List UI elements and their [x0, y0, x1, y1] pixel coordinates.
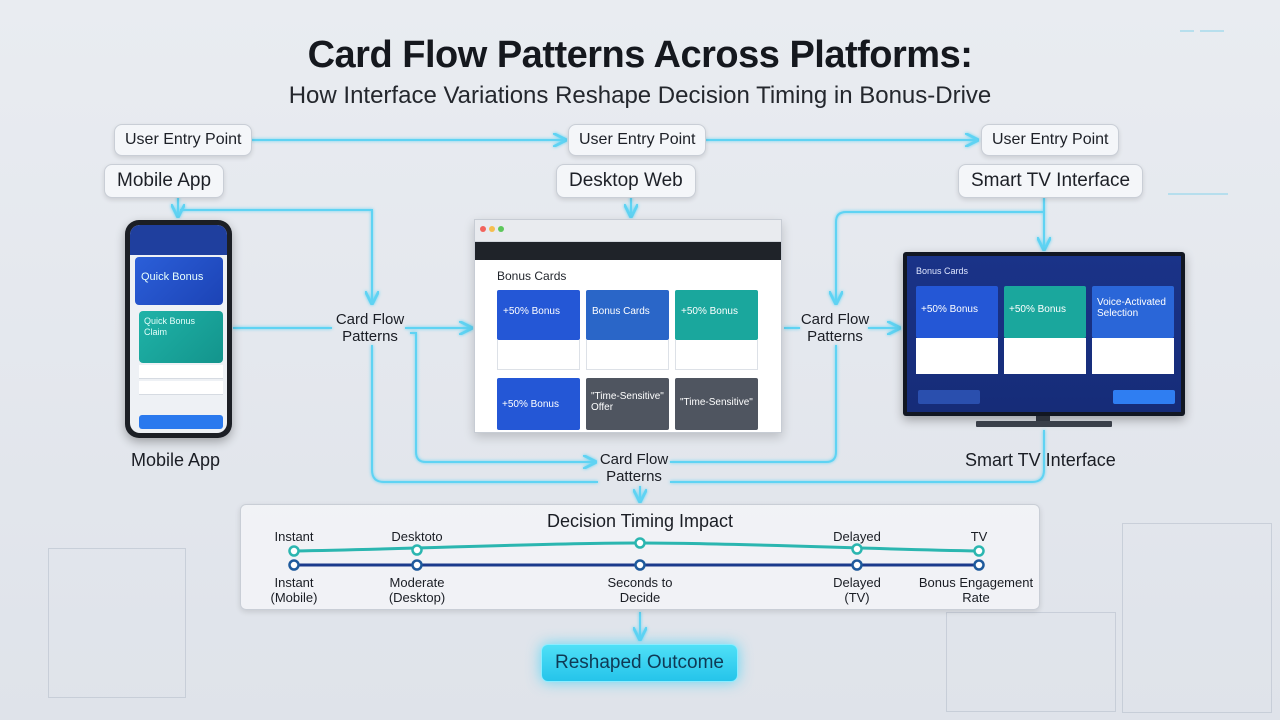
timeline-node — [288, 559, 300, 571]
flow-label-bottom: Card Flow Patterns — [599, 451, 669, 485]
timeline-top-label: Instant — [274, 529, 314, 544]
mobile-list-row — [139, 365, 223, 379]
desktop-card-4: +50% Bonus — [497, 378, 580, 430]
timeline-bottom-label: Bonus Engagement Rate — [918, 575, 1034, 605]
timeline-bottom-label: Instant (Mobile) — [270, 575, 318, 605]
timeline-bottom-label: Delayed (TV) — [833, 575, 881, 605]
timeline-node — [851, 559, 863, 571]
timeline-node — [634, 537, 646, 549]
smart-tv-mockup: Bonus Cards +50% Bonus +50% Bonus Voice-… — [903, 252, 1185, 416]
entry-point-mobile: User Entry Point — [114, 124, 253, 156]
decor-panel-left — [48, 548, 186, 698]
tv-card-1: +50% Bonus — [916, 286, 998, 338]
timeline-bottom-label: Seconds to Decide — [607, 575, 673, 605]
mobile-caption: Mobile App — [131, 450, 221, 470]
platform-desktop-label: Desktop Web — [556, 164, 696, 198]
tv-stand — [1036, 416, 1050, 422]
desktop-browser-mockup: Bonus Cards +50% Bonus Bonus Cards +50% … — [474, 219, 782, 433]
mobile-screen: Quick Bonus Quick Bonus Claim — [130, 225, 227, 433]
desktop-card-footer — [675, 340, 758, 370]
decision-timing-panel — [240, 504, 1040, 610]
decor-line — [1168, 193, 1228, 195]
tv-caption: Smart TV Interface — [965, 450, 1116, 470]
platform-mobile-label: Mobile App — [104, 164, 225, 198]
page-title: Card Flow Patterns Across Platforms: — [307, 34, 973, 76]
tv-card-3: Voice-Activated Selection — [1092, 286, 1174, 338]
desktop-card-1: +50% Bonus — [497, 290, 580, 340]
mobile-app-header — [130, 225, 227, 255]
platform-tv-label: Smart TV Interface — [958, 164, 1144, 198]
decor-line — [1200, 30, 1224, 32]
tv-select-button — [1113, 390, 1175, 404]
desktop-screen-heading: Bonus Cards — [497, 269, 567, 283]
timeline-top-label: TV — [970, 529, 988, 544]
desktop-card-6: "Time-Sensitive" — [675, 378, 758, 430]
timeline-node — [973, 559, 985, 571]
mobile-device-mockup: Quick Bonus Quick Bonus Claim — [125, 220, 232, 438]
mobile-claim-card-title: Quick Bonus Claim — [144, 316, 196, 337]
desktop-card-5: "Time-Sensitive" Offer — [586, 378, 669, 430]
mobile-claim-button — [139, 415, 223, 429]
browser-tab-bar — [475, 220, 781, 242]
timeline-top-label: Delayed — [833, 529, 881, 544]
reshaped-outcome-badge: Reshaped Outcome — [541, 644, 738, 682]
timeline-bottom-label: Moderate (Desktop) — [388, 575, 446, 605]
tv-screen: Bonus Cards +50% Bonus +50% Bonus Voice-… — [907, 256, 1181, 412]
flow-label-right: Card Flow Patterns — [800, 311, 870, 345]
entry-point-desktop: User Entry Point — [568, 124, 707, 156]
tv-nav-button — [918, 390, 980, 404]
page-subtitle: How Interface Variations Reshape Decisio… — [288, 82, 992, 109]
desktop-card-2: Bonus Cards — [586, 290, 669, 340]
mobile-claim-card: Quick Bonus Claim — [139, 311, 223, 363]
tv-card-footer — [1004, 338, 1086, 374]
decor-panel-right — [1122, 523, 1272, 713]
timeline-node — [411, 544, 423, 556]
timeline-node — [288, 545, 300, 557]
decor-line — [1180, 30, 1194, 32]
decor-panel-bottom — [946, 612, 1116, 712]
timeline-node — [634, 559, 646, 571]
desktop-card-footer — [586, 340, 669, 370]
tv-screen-heading: Bonus Cards — [916, 266, 969, 276]
tv-card-footer — [1092, 338, 1174, 374]
timeline-node — [851, 543, 863, 555]
mobile-bonus-card-title: Quick Bonus — [141, 271, 204, 283]
timeline-node — [411, 559, 423, 571]
tv-card-2: +50% Bonus — [1004, 286, 1086, 338]
flow-label-left: Card Flow Patterns — [335, 311, 405, 345]
mobile-list-row — [139, 381, 223, 395]
desktop-card-footer — [497, 340, 580, 370]
decision-timing-title: Decision Timing Impact — [546, 511, 734, 531]
desktop-card-3: +50% Bonus — [675, 290, 758, 340]
mobile-bonus-card: Quick Bonus — [135, 257, 223, 305]
tv-card-footer — [916, 338, 998, 374]
timeline-node — [973, 545, 985, 557]
timeline-top-label: Desktoto — [391, 529, 443, 544]
entry-point-tv: User Entry Point — [981, 124, 1120, 156]
browser-nav-bar — [475, 242, 781, 260]
tv-base — [976, 421, 1112, 427]
